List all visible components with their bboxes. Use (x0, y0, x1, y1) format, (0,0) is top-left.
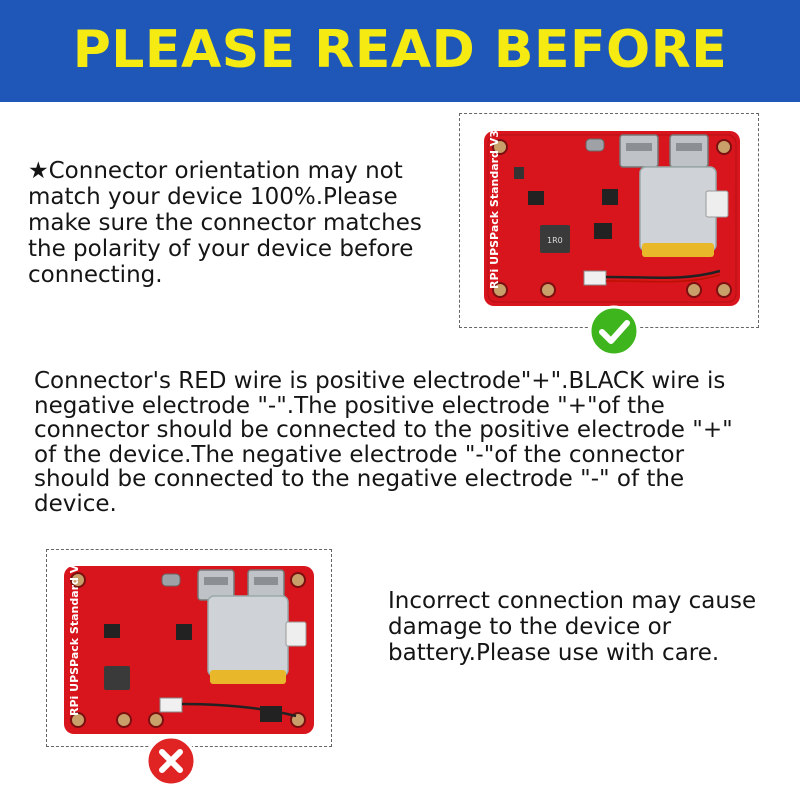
pcb-silkscreen: RPi UPSPack Standard V3P (68, 566, 81, 716)
page-title: PLEASE READ BEFORE (72, 20, 728, 80)
orientation-note: ★Connector orientation may not match you… (28, 158, 422, 288)
check-icon (588, 305, 640, 357)
inductor-label: 1R0 (547, 236, 563, 245)
pcb-silkscreen: RPi UPSPack Standard V3P (488, 131, 501, 289)
cross-icon (145, 735, 197, 787)
pcb-board-image: 1R0 RPi UPSPack Standard V3P (484, 131, 740, 306)
header-banner: PLEASE READ BEFORE (0, 0, 800, 102)
pcb-board-image: RPi UPSPack Standard V3P (64, 566, 314, 734)
warning-note: Incorrect connection may cause damage to… (388, 588, 757, 666)
wiring-note: Connector's RED wire is positive electro… (34, 368, 733, 517)
